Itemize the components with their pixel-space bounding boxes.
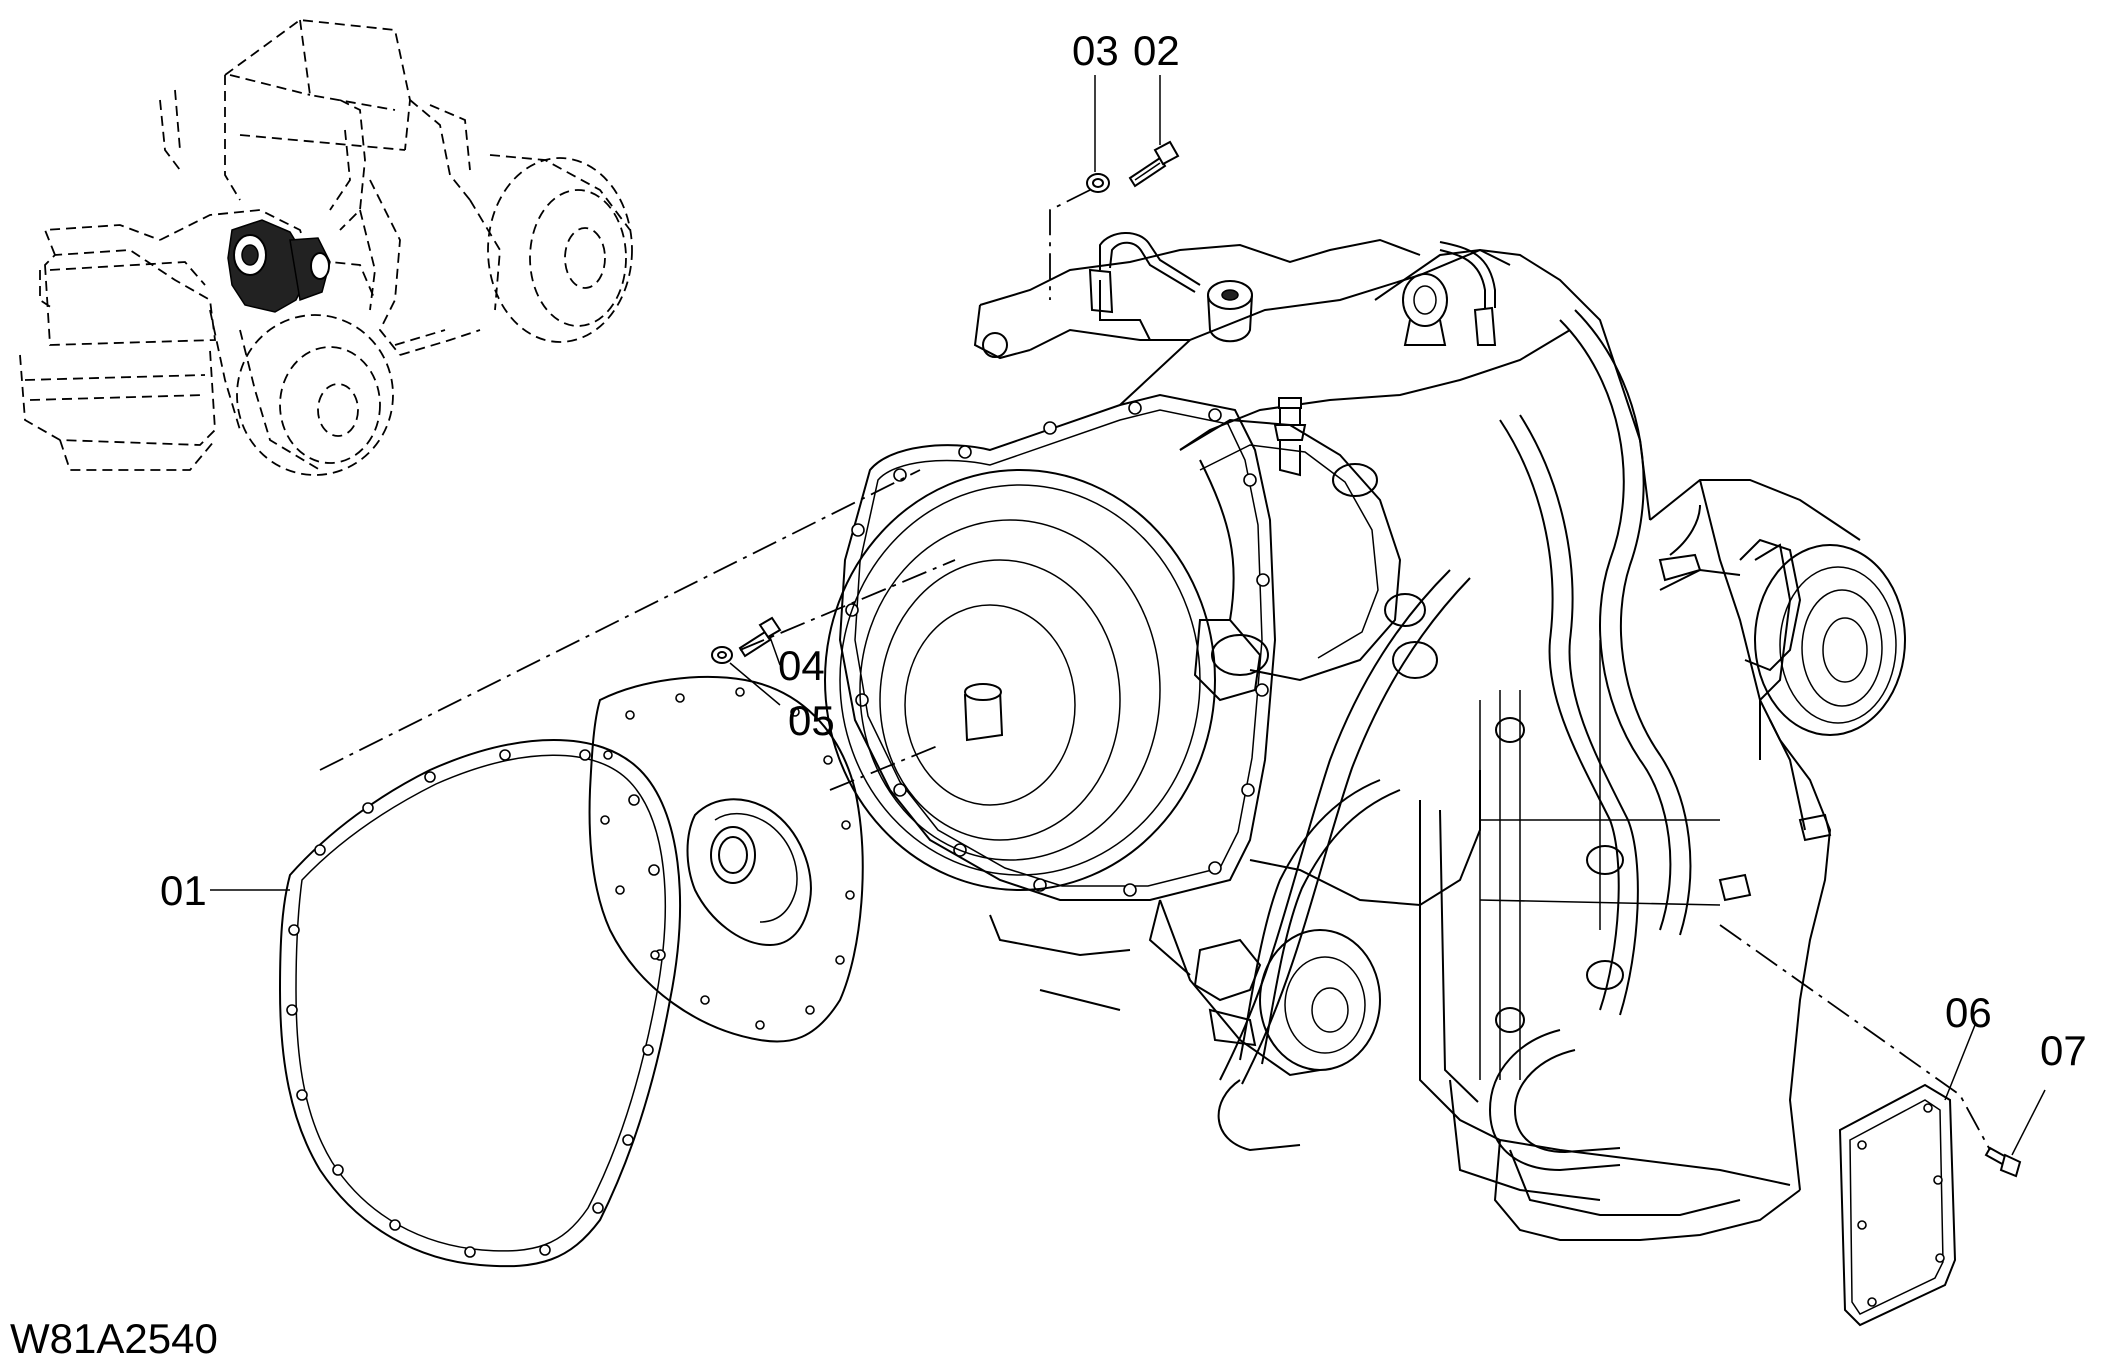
callout-01: 01	[160, 867, 207, 914]
bolt-part-04	[738, 616, 782, 658]
callout-07: 07	[2040, 1027, 2087, 1074]
washer	[711, 646, 733, 664]
callout-02: 02	[1133, 27, 1180, 74]
cover-plate-part-06	[1838, 1083, 1957, 1327]
wheel-loader-locator-icon	[19, 19, 633, 476]
housing-bolt-holes	[845, 401, 1270, 897]
transmission-assembly-icon	[824, 232, 1906, 1241]
drawing-code: W81A2540	[10, 1315, 218, 1361]
bolt-part-02	[1128, 140, 1180, 188]
callout-05: 05	[788, 697, 835, 744]
washer-part-03	[1086, 173, 1110, 193]
callout-03: 03	[1072, 27, 1119, 74]
leader-lines	[210, 75, 2046, 1156]
gasket-bolt-holes	[286, 749, 666, 1258]
assembly-centerlines	[319, 189, 1991, 1151]
bolt-part-07	[1984, 1146, 2022, 1178]
callout-04: 04	[778, 642, 825, 689]
flex-plate-part-05	[588, 675, 864, 1043]
flex-plate-bolt-holes	[600, 687, 855, 1030]
callout-06: 06	[1945, 989, 1992, 1036]
gasket-ring-part-01	[278, 739, 681, 1268]
